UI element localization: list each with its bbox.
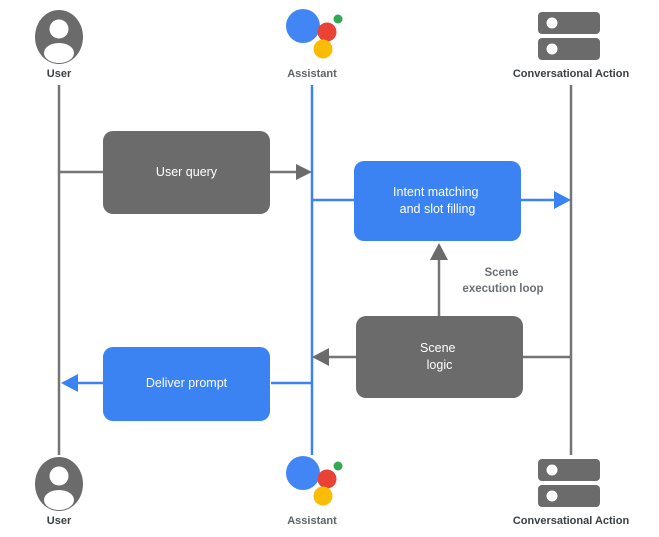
arrowhead-scene-logic-to-intent-matching [430, 243, 448, 260]
arrowhead-deliver-prompt-to-user [61, 374, 78, 392]
node-scene-logic[interactable]: Scene logic [356, 316, 523, 398]
node-user-query[interactable]: User query [103, 131, 270, 214]
actor-conversational-action-bottom[interactable]: Conversational Action [513, 459, 630, 527]
actor-user-top[interactable]: User [35, 10, 83, 80]
actor-conversational-action-top-label: Conversational Action [513, 68, 630, 80]
node-user-query-shape [103, 131, 270, 214]
actor-conversational-action-bottom-label: Conversational Action [513, 515, 630, 527]
node-user-query-label: User query [156, 165, 218, 179]
connectors [59, 164, 571, 392]
google-assistant-icon [286, 9, 343, 59]
arrowhead-user-query-to-assistant [296, 164, 312, 180]
node-intent-matching-shape [354, 161, 521, 241]
node-intent-matching-label: Intent matching and slot filling [393, 185, 482, 216]
user-avatar-icon [35, 10, 83, 64]
node-intent-matching[interactable]: Intent matching and slot filling [354, 161, 521, 241]
google-assistant-icon [286, 456, 343, 506]
actor-assistant-bottom-label: Assistant [287, 515, 337, 527]
annotation-scene-execution-loop: Scene execution loop [462, 267, 543, 295]
actor-user-bottom-label: User [47, 515, 72, 527]
actor-user-bottom[interactable]: User [35, 457, 83, 527]
actor-assistant-top-label: Assistant [287, 68, 337, 80]
user-avatar-icon [35, 457, 83, 511]
node-scene-logic-label: Scene logic [420, 341, 459, 372]
actor-user-top-label: User [47, 68, 72, 80]
actor-conversational-action-top[interactable]: Conversational Action [513, 12, 630, 80]
arrowhead-intent-matching-to-action [554, 191, 571, 209]
server-icon [538, 12, 600, 60]
node-scene-logic-shape [356, 316, 523, 398]
node-deliver-prompt-shape [103, 347, 270, 421]
actor-assistant-bottom[interactable]: Assistant [286, 456, 343, 527]
node-deliver-prompt[interactable]: Deliver prompt [103, 347, 270, 421]
lifelines [57, 85, 573, 455]
arrowhead-scene-logic-to-assistant [312, 348, 329, 366]
server-icon [538, 459, 600, 507]
node-deliver-prompt-label: Deliver prompt [146, 376, 228, 390]
annotation-scene-execution-loop-label: Scene execution loop [462, 267, 543, 295]
actor-assistant-top[interactable]: Assistant [286, 9, 343, 80]
